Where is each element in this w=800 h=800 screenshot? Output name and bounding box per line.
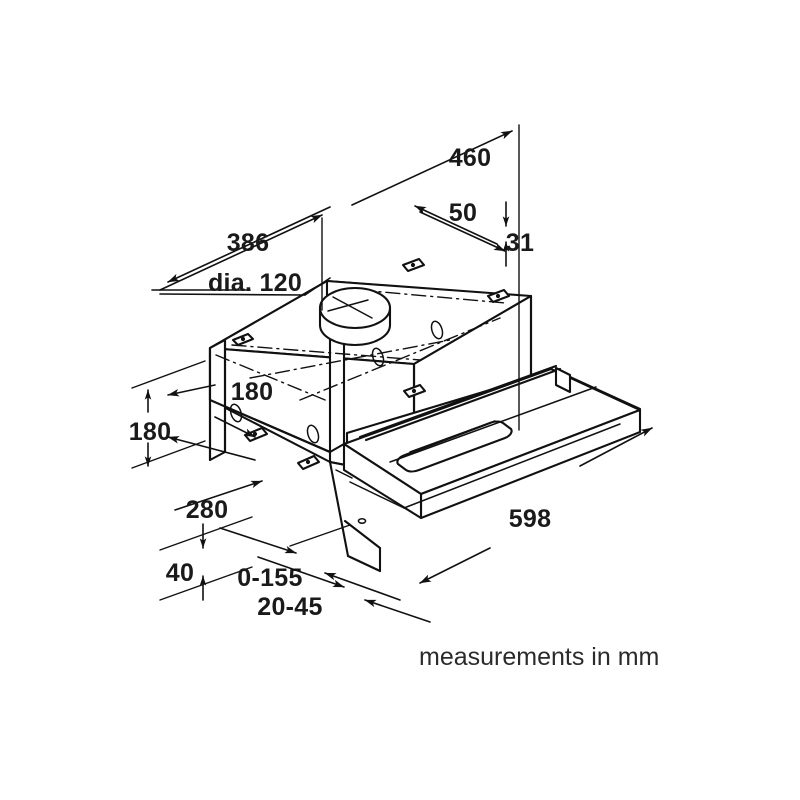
ext-line-180-bottom bbox=[131, 440, 206, 469]
hidden-line-1 bbox=[231, 344, 421, 361]
dim-line-386-lower bbox=[167, 206, 331, 283]
oval-hole-1 bbox=[229, 403, 243, 423]
hidden-line-5 bbox=[215, 354, 331, 403]
hidden-line-4 bbox=[359, 289, 506, 304]
dim-label-180-inner: 180 bbox=[231, 378, 274, 406]
drawer-underside-front bbox=[403, 423, 621, 509]
dim-line-0-155-left bbox=[219, 527, 297, 554]
dim-label-0-155: 0-155 bbox=[237, 564, 302, 592]
measurements-caption: measurements in mm bbox=[419, 643, 659, 671]
dimension-40: 40 bbox=[159, 516, 253, 601]
drawer-left-edge-thickness bbox=[342, 442, 423, 520]
dim-label-598: 598 bbox=[509, 505, 552, 533]
dimension-460: 460 bbox=[351, 124, 520, 431]
dim-label-180-outer: 180 bbox=[129, 418, 172, 446]
dim-leader-120 bbox=[159, 293, 306, 296]
drawer-right-endcap bbox=[554, 366, 572, 394]
dim-line-460 bbox=[351, 130, 513, 206]
bracket-4-hole bbox=[410, 262, 416, 268]
dim-line-598-right bbox=[579, 427, 653, 467]
drawer-rear-rail-1 bbox=[358, 364, 558, 439]
drawer-inner-edge bbox=[389, 386, 597, 463]
bracket-6-hole bbox=[411, 388, 417, 394]
ext-line-40-bottom bbox=[159, 566, 253, 601]
oval-hole-2 bbox=[306, 424, 320, 444]
dim-leader-120-tail bbox=[304, 277, 331, 296]
dim-line-280-lower bbox=[174, 480, 263, 511]
hidden-internal-lines bbox=[215, 289, 506, 403]
bracket-1-hole bbox=[240, 336, 246, 342]
pull-out-drawer bbox=[328, 364, 642, 573]
drawer-fixing-hole bbox=[357, 518, 367, 524]
drawer-left-foot bbox=[346, 554, 382, 573]
drawer-guide-rail bbox=[335, 469, 353, 479]
bracket-5-hole bbox=[495, 293, 501, 299]
dim-line-0-155-right bbox=[324, 572, 401, 601]
handle-slot-inner-line bbox=[409, 420, 496, 453]
dim-line-50-right bbox=[419, 211, 506, 252]
drawer-left-foot-top bbox=[343, 519, 382, 550]
dimension-598: 598 bbox=[419, 427, 653, 584]
dimension-50: 50 bbox=[414, 199, 506, 252]
dim-label-50: 50 bbox=[449, 199, 477, 227]
hidden-line-2 bbox=[249, 339, 451, 379]
dim-label-20-45: 20-45 bbox=[257, 593, 322, 621]
drawer-left-support bbox=[328, 460, 350, 558]
dimension-31: 31 bbox=[502, 201, 534, 267]
bracket-3-hole bbox=[305, 459, 311, 465]
duct-cross-line-1 bbox=[332, 296, 373, 319]
ext-line-0-155-a bbox=[289, 524, 351, 547]
hidden-line-3 bbox=[299, 317, 501, 401]
oval-holes bbox=[229, 320, 444, 444]
dim-line-598-left bbox=[419, 547, 491, 584]
dimension-180-outer: 180 bbox=[129, 360, 206, 469]
dim-label-40: 40 bbox=[166, 559, 194, 587]
dim-line-386-upper bbox=[159, 214, 323, 291]
mounting-brackets bbox=[231, 257, 511, 471]
dim-line-180-inner-right bbox=[214, 416, 256, 438]
dim-label-31: 31 bbox=[506, 229, 534, 257]
dim-label-460: 460 bbox=[449, 144, 492, 172]
dimension-386: 386 bbox=[159, 206, 331, 311]
dimension-20-45: 20-45 bbox=[257, 556, 431, 623]
dimension-0-155: 0-155 bbox=[219, 524, 401, 601]
dim-label-dia-120: dia. 120 bbox=[208, 269, 302, 297]
handle-slot bbox=[396, 420, 513, 473]
oval-hole-3 bbox=[430, 320, 444, 340]
duct-cross-line-2 bbox=[327, 299, 369, 312]
duct-outlet bbox=[318, 286, 392, 347]
drawer-rear-rail-2 bbox=[364, 367, 562, 442]
dim-line-20-45-left bbox=[257, 556, 345, 588]
drawer-underside-left bbox=[349, 481, 405, 509]
dim-line-280-upper bbox=[167, 436, 256, 461]
dim-label-280: 280 bbox=[186, 496, 229, 524]
ext-line-180-top bbox=[131, 360, 206, 389]
dimension-180-inner: 180 bbox=[167, 378, 274, 438]
dimension-280: 280 bbox=[167, 436, 263, 524]
dimension-dia-120: dia. 120 bbox=[151, 269, 331, 297]
dim-line-50-left bbox=[414, 205, 498, 245]
ext-line-40-top bbox=[159, 516, 253, 551]
dim-label-386: 386 bbox=[227, 229, 270, 257]
oval-hole-4 bbox=[371, 347, 385, 367]
dim-line-20-45-right bbox=[364, 599, 431, 623]
dim-line-180-inner-left bbox=[167, 384, 216, 397]
